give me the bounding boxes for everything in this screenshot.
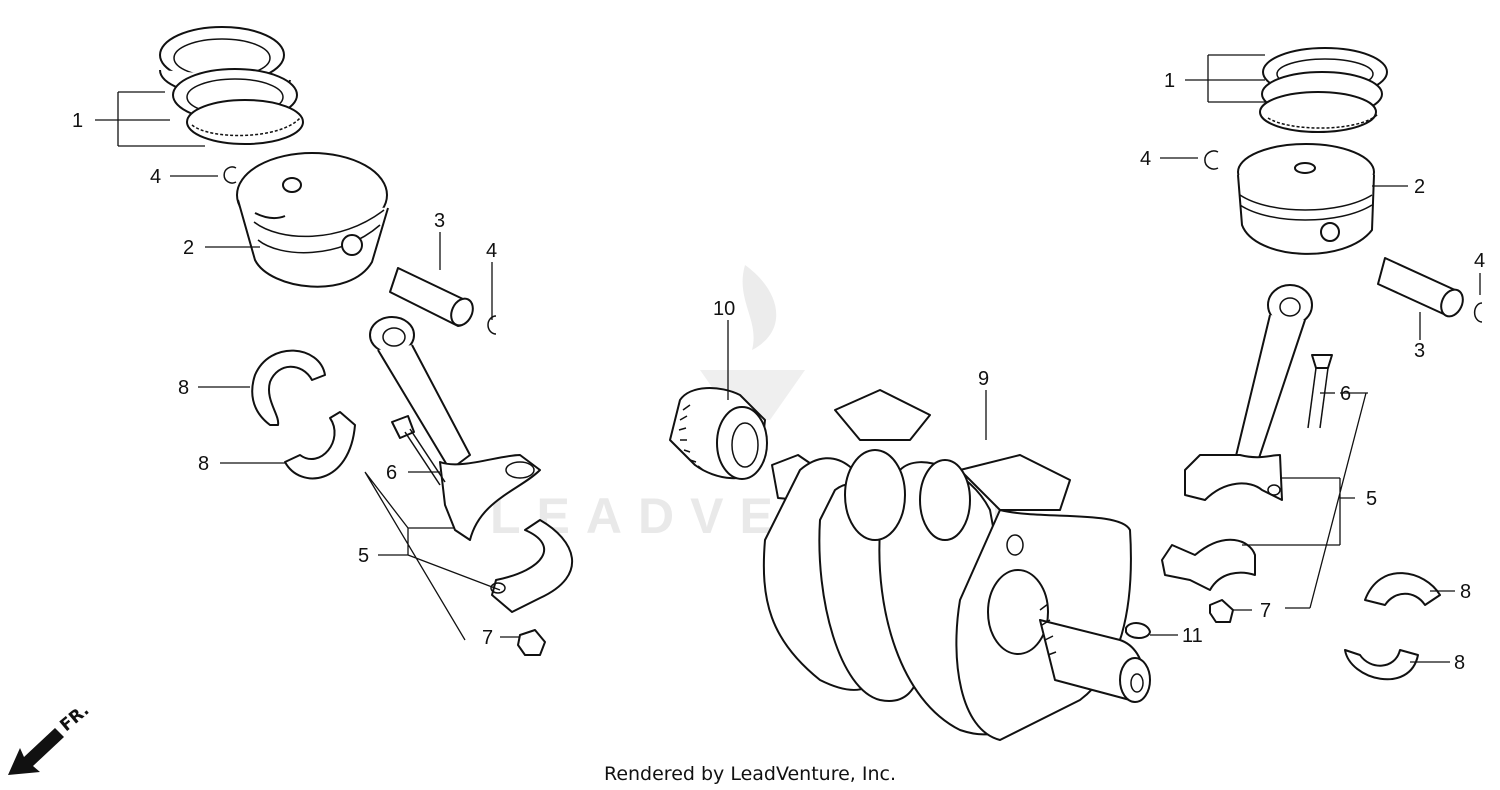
callout-left-3: 3 (434, 210, 445, 232)
right-bearing-a (1364, 572, 1441, 606)
callout-right-8b: 8 (1454, 652, 1465, 674)
right-piston-pin (1377, 257, 1464, 318)
left-clip-b (487, 315, 497, 335)
callout-center-11: 11 (1182, 625, 1203, 647)
center-gear (669, 387, 768, 480)
callout-right-1: 1 (1164, 70, 1175, 92)
right-clip-b (1473, 302, 1483, 323)
callout-left-4a: 4 (150, 166, 161, 188)
callout-right-4a: 4 (1140, 148, 1151, 170)
callout-center-9: 9 (978, 368, 989, 390)
callout-right-7: 7 (1260, 600, 1271, 622)
crankshaft (762, 389, 1151, 741)
left-piston-rings (159, 26, 304, 145)
right-rod-bolt (1307, 354, 1333, 429)
callout-right-2: 2 (1414, 176, 1425, 198)
callout-left-8a: 8 (178, 377, 189, 399)
right-piston (1237, 143, 1375, 255)
callout-left-5: 5 (358, 545, 369, 567)
center-leader-lines (727, 320, 1178, 636)
left-bearing-a (251, 349, 326, 426)
left-rod-bolt (391, 415, 446, 486)
right-leader-lines (1160, 54, 1481, 663)
crank-key (1125, 622, 1151, 639)
right-connecting-rod (1184, 284, 1313, 501)
footer-credit: Rendered by LeadVenture, Inc. (604, 763, 896, 785)
left-clip-a (223, 166, 237, 184)
right-piston-rings (1259, 47, 1388, 133)
right-clip-a (1204, 150, 1219, 170)
left-leader-lines (95, 91, 520, 641)
right-rod-cap (1161, 538, 1256, 591)
right-bearing-b (1344, 649, 1419, 681)
callout-labels: 1 4 2 3 4 8 8 6 5 7 10 9 11 1 4 2 4 3 6 … (72, 70, 1485, 674)
callout-left-6: 6 (386, 462, 397, 484)
callout-left-7: 7 (482, 627, 493, 649)
callout-right-6: 6 (1340, 383, 1351, 405)
callout-right-4b: 4 (1474, 250, 1485, 272)
left-connecting-rod (369, 316, 541, 541)
callout-right-3: 3 (1414, 340, 1425, 362)
left-rod-cap (490, 519, 573, 613)
callout-left-2: 2 (183, 237, 194, 259)
front-direction-marker: FR. (8, 700, 93, 775)
callout-right-8a: 8 (1460, 581, 1471, 603)
callout-right-5: 5 (1366, 488, 1377, 510)
callout-left-1: 1 (72, 110, 83, 132)
right-rod-nut (1209, 599, 1234, 623)
left-piston (236, 152, 389, 288)
left-rod-nut (517, 629, 546, 656)
left-piston-pin (389, 267, 474, 327)
callout-center-10: 10 (713, 298, 735, 320)
front-arrow-icon (8, 728, 64, 775)
callout-left-4b: 4 (486, 240, 497, 262)
callout-left-8b: 8 (198, 453, 209, 475)
left-bearing-b (284, 411, 356, 480)
front-marker-text: FR. (56, 700, 93, 736)
